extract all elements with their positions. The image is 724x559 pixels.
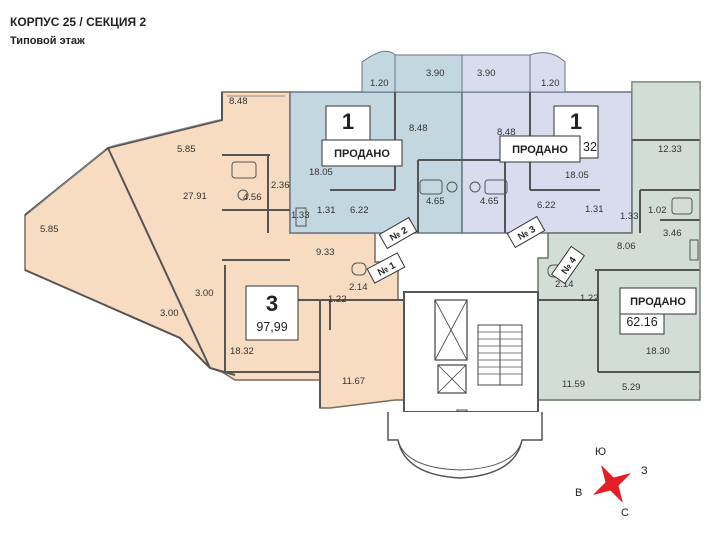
dim-label: 8.48: [497, 127, 516, 138]
dim-label: 3.00: [160, 308, 179, 319]
dim-label: 4.56: [243, 192, 262, 203]
dim-label: 8.48: [229, 96, 248, 107]
dim-label: 1.31: [317, 205, 336, 216]
sold-badge-text: ПРОДАНО: [512, 144, 568, 156]
dim-label: 11.59: [562, 379, 585, 390]
dim-label: 27.91: [183, 191, 207, 202]
dim-label: 1.02: [648, 205, 667, 216]
apartment-area: 32: [583, 140, 597, 154]
dim-label: 18.05: [565, 170, 589, 181]
compass-south: Ю: [595, 446, 606, 458]
dim-label: 6.22: [537, 200, 556, 211]
dim-label: 5.29: [622, 382, 641, 393]
dim-label: 1.20: [541, 78, 560, 89]
entrance-2: № 2: [378, 216, 418, 250]
apartment-3-label[interactable]: 3 97,99: [245, 285, 299, 341]
dim-label: 18.30: [646, 346, 670, 357]
dim-label: 3.00: [195, 288, 214, 299]
plan-subtitle: Типовой этаж: [10, 35, 85, 47]
room-dimensions: 8.48 5.85 5.85 27.91 4.56 2.36 1.33 9.33…: [40, 68, 682, 393]
sold-badge: [499, 135, 581, 163]
entrance-3: № 3: [506, 215, 546, 249]
dim-label: 2.14: [555, 279, 574, 290]
sold-badge-text: ПРОДАНО: [630, 296, 686, 308]
dim-label: 3.46: [663, 228, 682, 239]
dim-label: 8.06: [617, 241, 636, 252]
compass-west: З: [641, 465, 648, 477]
compass-east: В: [575, 487, 582, 499]
entrance-1: № 1: [366, 252, 406, 284]
sold-badge: [321, 139, 403, 167]
dim-label: 1.33: [620, 211, 639, 222]
apartment-1-right-label[interactable]: 1 32 ПРОДАНО: [499, 105, 599, 163]
balcony-bottom: [387, 412, 543, 479]
compass-north: С: [621, 507, 629, 519]
dim-label: 12.33: [658, 144, 682, 155]
dim-label: 18.32: [230, 346, 254, 357]
dim-label: 1.22: [328, 294, 347, 305]
apartment-rooms: 1: [342, 109, 354, 134]
apartment-rooms: 3: [266, 291, 278, 316]
dim-label: 5.85: [177, 144, 196, 155]
dim-label: 11.67: [342, 376, 365, 387]
dim-label: 4.65: [480, 196, 499, 207]
dim-label: 2.36: [271, 180, 290, 191]
apartment-1-left-label[interactable]: 1 ПРОДАНО: [321, 105, 403, 167]
dim-label: 18.05: [309, 167, 333, 178]
dim-label: 1.22: [580, 293, 599, 304]
dim-label: 8.48: [409, 123, 428, 134]
apartment-area: 62.16: [626, 315, 657, 329]
apartment-right-label[interactable]: 62.16 ПРОДАНО: [619, 287, 697, 335]
dim-label: 2.14: [349, 282, 368, 293]
apartment-area: 97,99: [256, 320, 287, 334]
dim-label: 5.85: [40, 224, 59, 235]
window-ticks: [29, 90, 701, 390]
apartment-rooms: 1: [570, 109, 582, 134]
dim-label: 1.33: [291, 210, 310, 221]
plan-title: КОРПУС 25 / СЕКЦИЯ 2: [10, 15, 147, 29]
stair-core: [403, 291, 539, 423]
dim-label: 6.22: [350, 205, 369, 216]
dim-label: 4.65: [426, 196, 445, 207]
dim-label: 1.20: [370, 78, 389, 89]
compass-icon: [592, 464, 632, 504]
sold-badge-text: ПРОДАНО: [334, 148, 390, 160]
sold-badge: [619, 287, 697, 315]
dim-label: 3.90: [477, 68, 496, 79]
dim-label: 3.90: [426, 68, 445, 79]
dim-label: 9.33: [316, 247, 335, 258]
dim-label: 1.31: [585, 204, 604, 215]
